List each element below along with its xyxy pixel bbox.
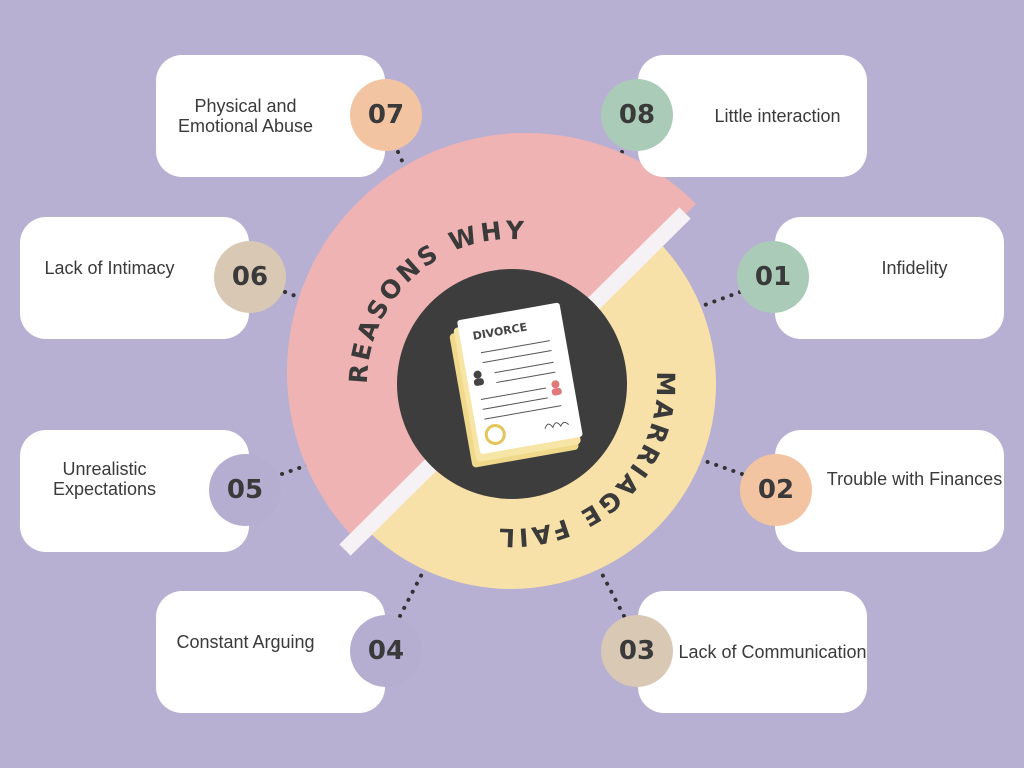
reason-number-badge: 02	[740, 454, 812, 526]
reason-card-06: Lack of Intimacy	[20, 217, 249, 339]
reason-label: Unrealistic Expectations	[52, 459, 157, 499]
reason-card-02: Trouble with Finances	[775, 430, 1004, 552]
reason-card-04: Constant Arguing	[156, 591, 385, 713]
reason-label: Lack of Intimacy	[44, 258, 175, 278]
reason-number-badge: 04	[350, 615, 422, 687]
reason-number-badge: 05	[209, 454, 281, 526]
reason-label: Lack of Communication	[678, 642, 867, 662]
reason-card-07: Physical and Emotional Abuse	[156, 55, 385, 177]
reason-label: Little interaction	[714, 106, 841, 126]
reason-card-08: Little interaction	[638, 55, 867, 177]
reason-label: Infidelity	[881, 258, 948, 278]
reason-card-01: Infidelity	[775, 217, 1004, 339]
reason-number-badge: 07	[350, 79, 422, 151]
reason-number-badge: 08	[601, 79, 673, 151]
divorce-document-icon: DIVORCE	[449, 302, 583, 468]
reason-number-badge: 03	[601, 615, 673, 687]
reason-label: Trouble with Finances	[826, 469, 1003, 489]
reason-number-badge: 06	[214, 241, 286, 313]
reason-number-badge: 01	[737, 241, 809, 313]
reason-label: Constant Arguing	[176, 632, 315, 652]
reason-label: Physical and Emotional Abuse	[177, 96, 314, 136]
reason-card-03: Lack of Communication	[638, 591, 867, 713]
